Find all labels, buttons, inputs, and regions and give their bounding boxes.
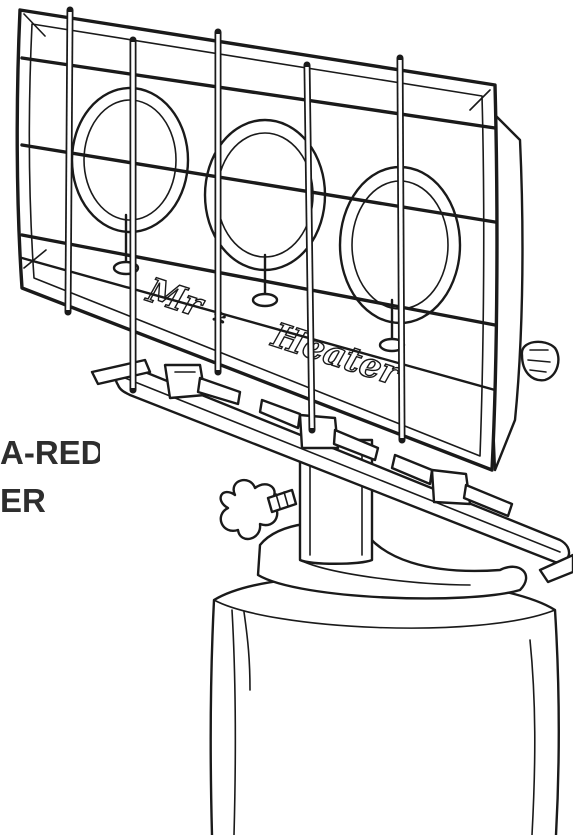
- wire-guard-horizontal: [20, 56, 497, 392]
- wing-knob-icon: [219, 478, 298, 541]
- wire-guard-vertical: [64, 6, 406, 444]
- heading-line-2: ER: [0, 483, 46, 519]
- valve-1: [163, 363, 242, 406]
- propane-tank: [209, 438, 561, 835]
- valve-2: [258, 398, 380, 462]
- heading-line-1: A-RED: [0, 435, 100, 471]
- valve-3: [390, 453, 514, 518]
